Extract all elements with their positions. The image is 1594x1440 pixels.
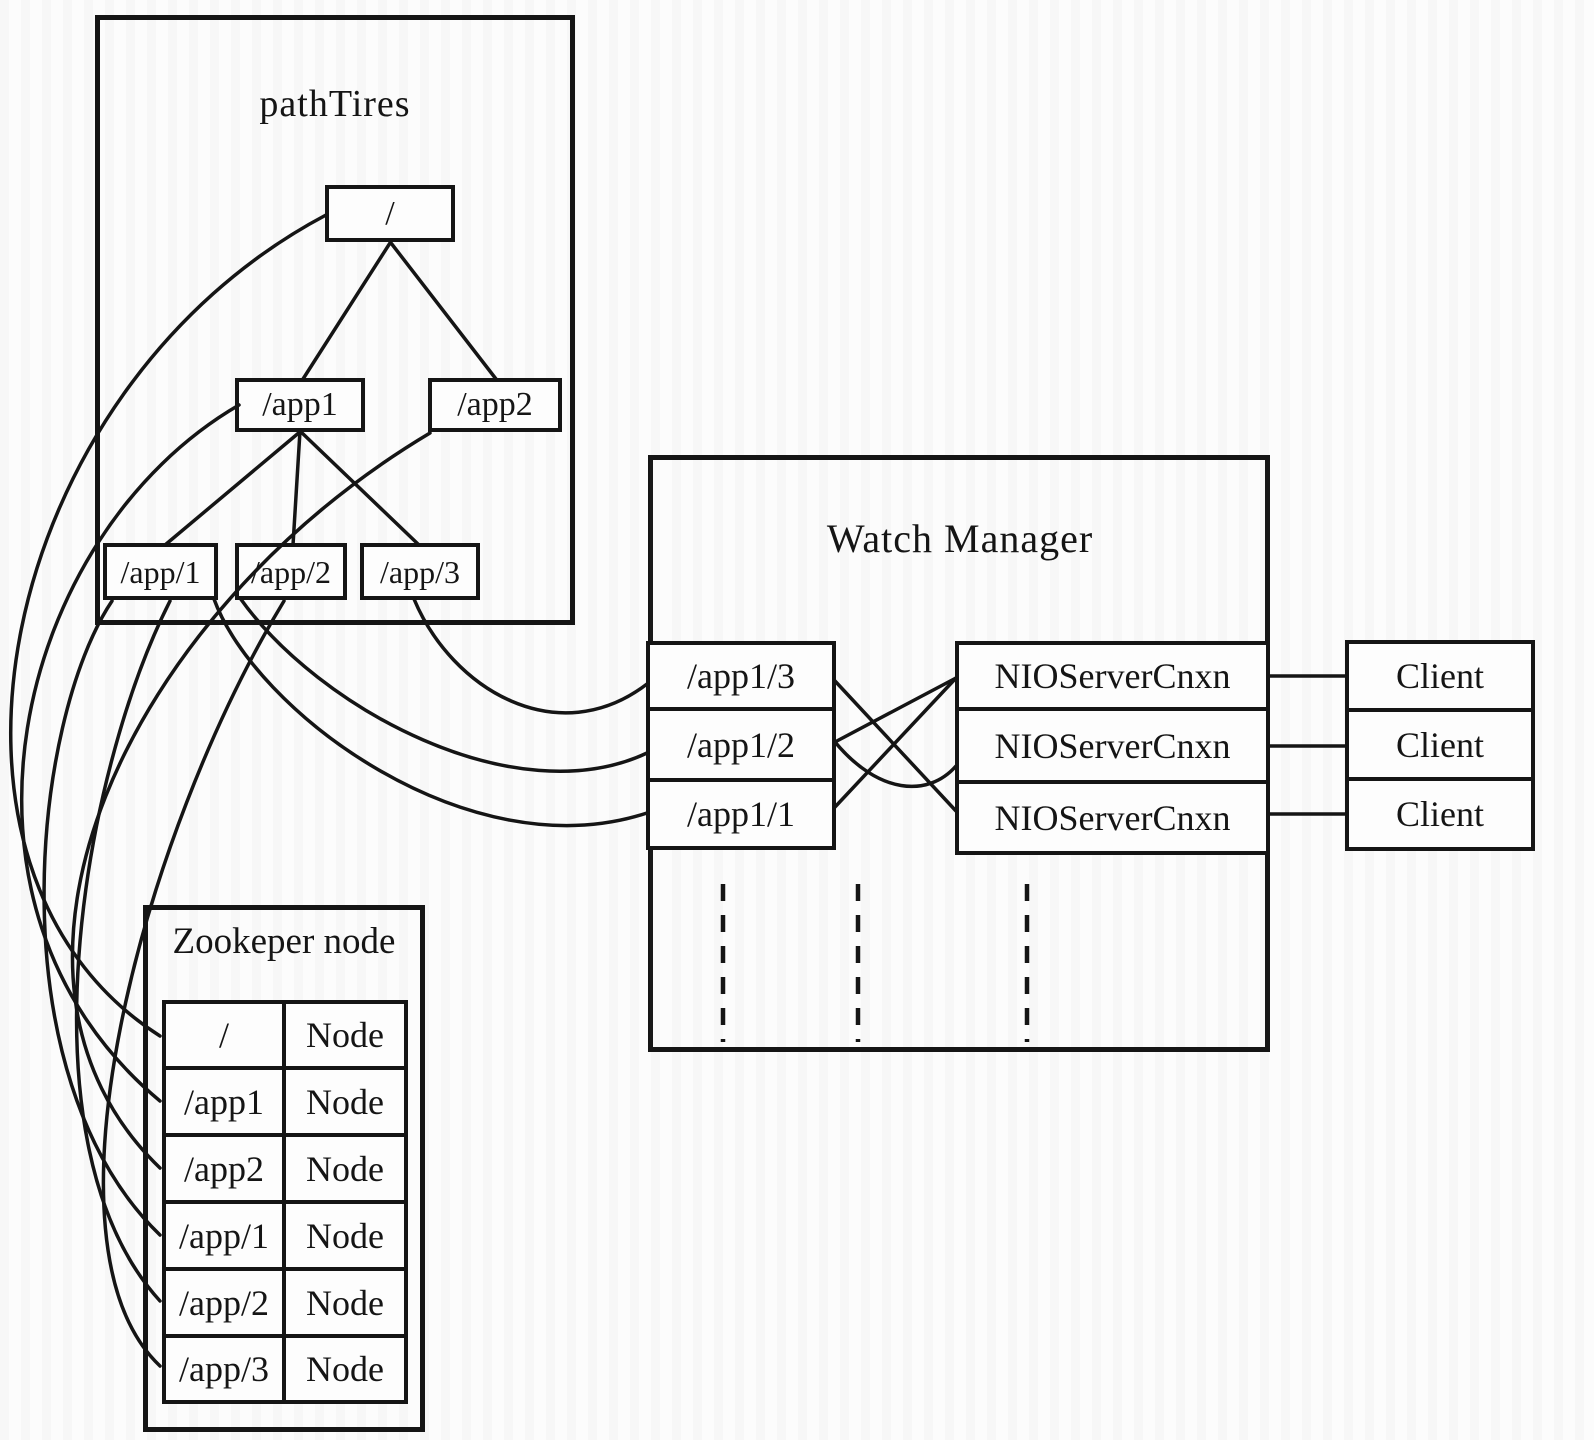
table-cell-path-0: / (162, 1000, 286, 1070)
tree-leaf-app-3: /app/3 (360, 543, 480, 600)
client-3: Client (1345, 777, 1535, 851)
table-cell-path-5: /app/3 (162, 1334, 286, 1404)
watch-path-app1-3: /app1/3 (646, 641, 836, 711)
table-cell-path-4: /app/2 (162, 1267, 286, 1338)
tree-node-app1: /app1 (235, 378, 365, 432)
table-cell-path-2: /app2 (162, 1133, 286, 1204)
table-cell-path-1: /app1 (162, 1066, 286, 1137)
zookeeper-node-title: Zookeper node (172, 921, 396, 962)
client-1: Client (1345, 640, 1535, 712)
curve-leaf1-watchpath1 (212, 597, 649, 828)
table-cell-type-3: Node (282, 1200, 408, 1271)
table-cell-type-5: Node (282, 1334, 408, 1404)
nio-server-cnxn-3: NIOServerCnxn (955, 780, 1270, 855)
table-cell-type-1: Node (282, 1066, 408, 1137)
nio-server-cnxn-2: NIOServerCnxn (955, 707, 1270, 784)
watch-path-app1-2: /app1/2 (646, 707, 836, 782)
tree-leaf-app-2: /app/2 (235, 543, 347, 600)
watch-path-app1-1: /app1/1 (646, 778, 836, 850)
table-cell-type-0: Node (282, 1000, 408, 1070)
client-2: Client (1345, 708, 1535, 781)
tree-leaf-app-1: /app/1 (103, 543, 218, 600)
watch-manager-title: Watch Manager (826, 516, 1094, 561)
tree-node-root: / (325, 185, 455, 242)
table-cell-type-2: Node (282, 1133, 408, 1204)
path-tree-title: pathTires (259, 83, 411, 125)
table-cell-type-4: Node (282, 1267, 408, 1338)
tree-node-app2: /app2 (428, 378, 562, 432)
nio-server-cnxn-1: NIOServerCnxn (955, 641, 1270, 711)
table-cell-path-3: /app/1 (162, 1200, 286, 1271)
